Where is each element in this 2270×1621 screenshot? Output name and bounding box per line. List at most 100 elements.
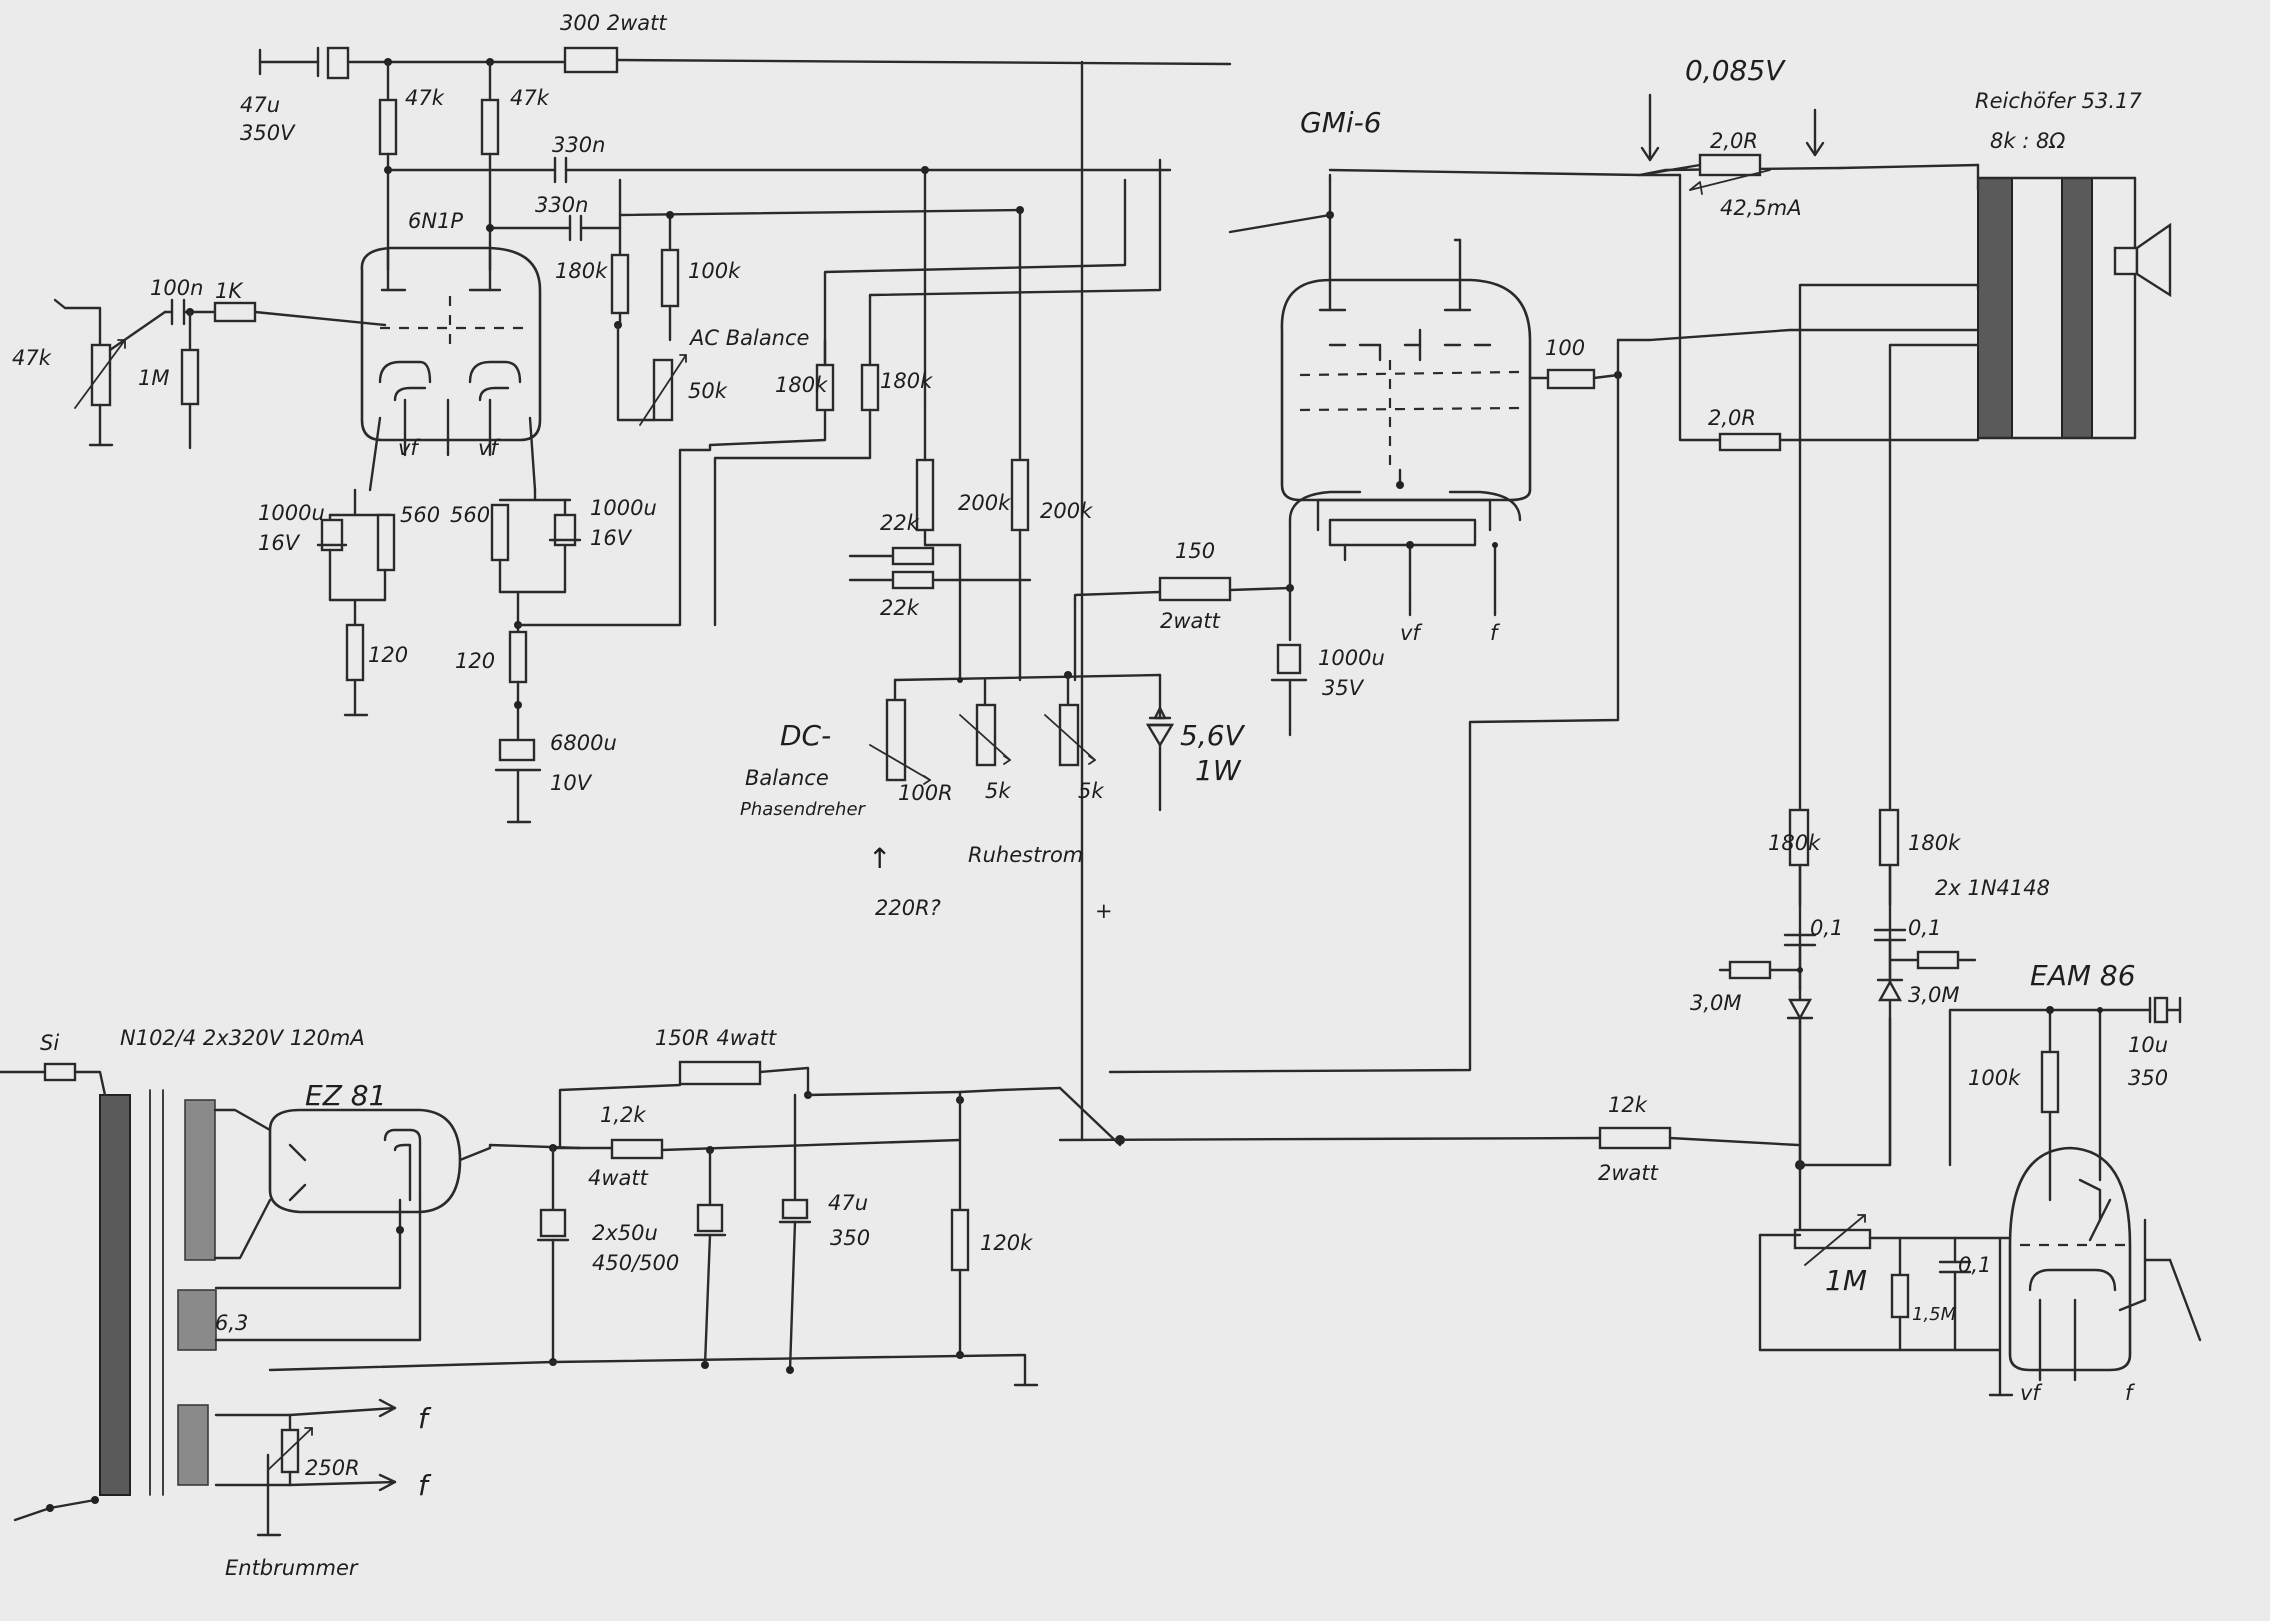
power-transformer	[99, 1089, 217, 1496]
label-entbrummer: Entbrummer	[225, 1556, 359, 1580]
label-r1k: 1K	[215, 279, 244, 303]
label-r560-b: 560	[450, 503, 490, 527]
ruhestrom-pot-left	[959, 678, 1011, 767]
label-arrow-up: ↑	[868, 842, 891, 875]
phase-splitter	[848, 166, 1032, 682]
tube-gmi6	[1280, 213, 1532, 617]
label-r180k-e: 180k	[1908, 831, 1961, 855]
ht-feed	[1058, 1086, 1805, 1170]
label-r560-a: 560	[400, 503, 440, 527]
label-diodes: 2x 1N4148	[1935, 876, 2050, 900]
label-vf-b: vf	[478, 436, 501, 460]
label-tube-gmi6: GMi-6	[1300, 106, 1382, 139]
label-vf-d: vf	[2020, 1381, 2043, 1405]
ac-balance-pot	[616, 323, 687, 426]
label-power-transformer: N102/4 2x320V 120mA	[120, 1026, 365, 1050]
speaker	[2113, 222, 2172, 298]
label-r180k-c: 180k	[880, 369, 933, 393]
label-v35: 35V	[1322, 676, 1365, 700]
ps-filter	[268, 1060, 1062, 1387]
label-r150: 150	[1175, 539, 1215, 563]
label-c1000u-b: 1000u	[590, 496, 657, 520]
label-p5k-a: 5k	[985, 779, 1011, 803]
input-jack	[53, 298, 102, 347]
label-r300: 300 2watt	[560, 11, 667, 35]
bias-network	[893, 576, 1294, 812]
hum-pot	[214, 1398, 397, 1537]
label-v350-c: 350	[2128, 1066, 2168, 1090]
zener-diode	[1145, 723, 1175, 748]
tube-6n1p	[360, 246, 542, 492]
label-f-c: f	[1490, 621, 1501, 645]
label-r150r: 150R 4watt	[655, 1026, 777, 1050]
grid-resistors	[610, 211, 680, 342]
label-r180k-b: 180k	[775, 373, 828, 397]
label-p100r: 100R	[898, 781, 953, 805]
label-c47u-b: 47u	[828, 1191, 868, 1215]
label-vf-a: vf	[398, 436, 421, 460]
label-pot-47k: 47k	[12, 346, 52, 370]
label-2watt-a: 2watt	[1160, 609, 1221, 633]
label-c100n: 100n	[150, 276, 203, 300]
label-r200k-b: 200k	[1040, 499, 1093, 523]
label-v16-b: 16V	[590, 526, 633, 550]
label-r22k-b: 22k	[880, 596, 920, 620]
label-v16-a: 16V	[258, 531, 301, 555]
label-c1000u-a: 1000u	[258, 501, 325, 525]
label-r2-0-b: 2,0R	[1708, 406, 1756, 430]
label-p1m: 1M	[1825, 1264, 1867, 1297]
label-speaker-transformer: Reichöfer 53.17	[1975, 89, 2142, 113]
label-r22k-a: 22k	[880, 511, 920, 535]
label-r100: 100	[1545, 336, 1585, 360]
eam86-grid	[1758, 1168, 2014, 1397]
cathode-network-left	[316, 488, 396, 717]
label-tube-ez81: EZ 81	[305, 1079, 386, 1112]
label-c450: 450/500	[592, 1251, 679, 1275]
label-c47u: 47u	[240, 93, 280, 117]
label-v350-b: 350	[830, 1226, 870, 1250]
label-dc-balance: DC-	[780, 719, 831, 752]
feedback-path	[516, 158, 1162, 627]
label-4watt: 4watt	[588, 1166, 649, 1190]
label-r3-0m-b: 3,0M	[1908, 983, 1960, 1007]
output-transformer	[1976, 163, 2137, 440]
label-phasendreher: Phasendreher	[740, 799, 867, 820]
mains-input	[0, 1062, 107, 1522]
tuning-indicator-feed	[1718, 808, 1977, 1172]
current-sense-resistor	[1638, 93, 1825, 195]
label-c6800u: 6800u	[550, 731, 617, 755]
coupling-caps-330n	[384, 156, 1172, 242]
label-c330n-a: 330n	[552, 133, 605, 157]
label-zener-watt: 1W	[1195, 754, 1242, 787]
label-tube-6n1p: 6N1P	[408, 209, 463, 233]
top-supply-rail	[258, 46, 1232, 1142]
label-r120-a: 120	[368, 643, 408, 667]
cathode-network-right	[490, 488, 582, 824]
label-r12k: 12k	[1608, 1093, 1648, 1117]
label-p50k: 50k	[688, 379, 728, 403]
label-balance: Balance	[745, 766, 829, 790]
label-p5k-b: 5k	[1078, 779, 1104, 803]
dc-balance-pot	[869, 678, 931, 785]
label-r120k: 120k	[980, 1231, 1033, 1255]
label-c2x50: 2x50u	[592, 1221, 658, 1245]
label-c1000u-c: 1000u	[1318, 646, 1385, 670]
label-current: 42,5mA	[1720, 196, 1802, 220]
label-r100k: 100k	[688, 259, 741, 283]
label-r3-0m-a: 3,0M	[1690, 991, 1742, 1015]
label-r47k-a: 47k	[405, 86, 445, 110]
label-r220: 220R?	[875, 896, 941, 920]
label-v0085: 0,085V	[1685, 54, 1786, 87]
label-r1-5m: 1,5M	[1912, 1304, 1957, 1325]
label-p250r: 250R	[305, 1456, 360, 1480]
label-r47k-b: 47k	[510, 86, 550, 110]
ruhestrom-pot-right	[1044, 673, 1096, 767]
label-c330n-b: 330n	[535, 193, 588, 217]
eam86-plate-feed	[1948, 996, 2182, 1182]
input-coupling	[108, 298, 387, 450]
label-c47u-voltage: 350V	[240, 121, 296, 145]
label-r180k-d: 180k	[1768, 831, 1821, 855]
label-plus: +	[1095, 899, 1113, 923]
